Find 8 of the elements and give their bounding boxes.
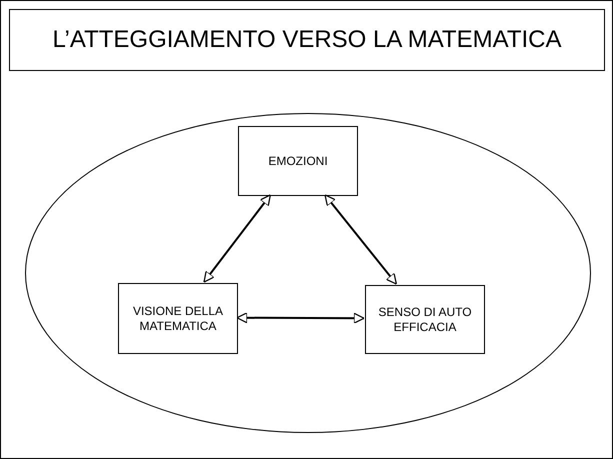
double-arrow [324,194,398,285]
double-arrow [203,194,272,283]
ellipse-outline [25,113,591,433]
concept-box: VISIONE DELLA MATEMATICA [118,283,238,354]
concept-box: SENSO DI AUTO EFFICACIA [365,285,485,354]
double-arrow [236,312,365,324]
concept-box: EMOZIONI [238,126,358,196]
title-box: L’ATTEGGIAMENTO VERSO LA MATEMATICA [9,9,605,71]
